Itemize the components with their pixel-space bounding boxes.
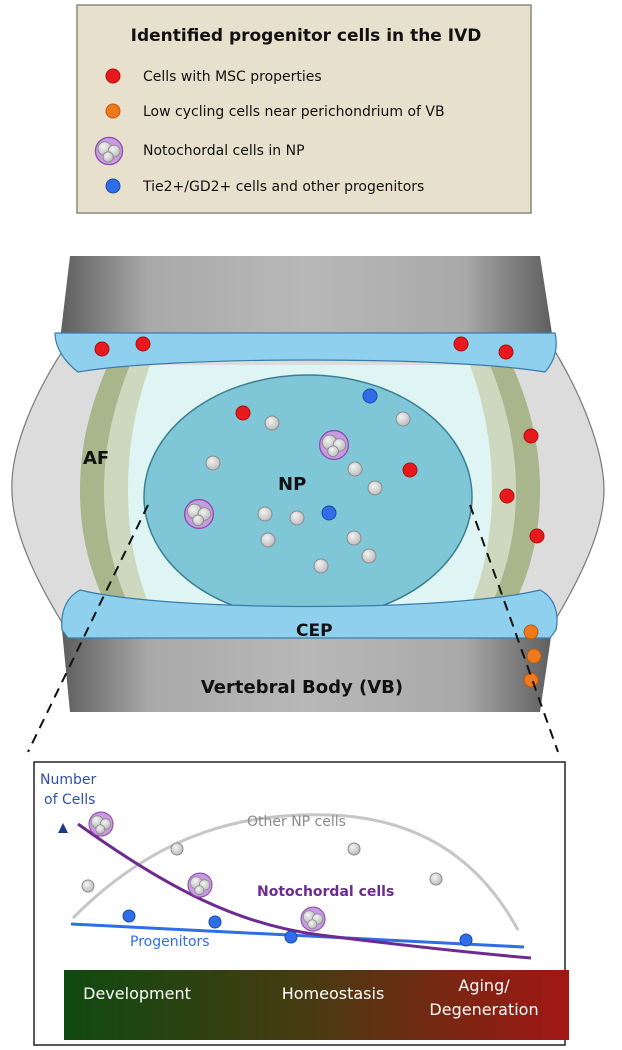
graph-np-cell	[429, 872, 443, 886]
stage-development: Development	[83, 984, 191, 1003]
np-cell	[257, 506, 273, 522]
graph-np-cell	[347, 842, 361, 856]
stage-aging-line2: Degeneration	[429, 1000, 538, 1019]
low-cycling-cells	[523, 624, 542, 688]
legend-item-progenitors: Tie2+/GD2+ cells and other progenitors	[142, 179, 424, 195]
graph-np-cell	[81, 879, 95, 893]
stage-bar	[64, 970, 569, 1040]
msc-cells	[94, 336, 545, 544]
graph-progenitor-cell	[459, 933, 473, 947]
lower-vertebral-body	[62, 630, 552, 712]
np-cell	[264, 415, 280, 431]
graph-progenitor-cell	[208, 915, 222, 929]
notochordal-curve	[77, 822, 532, 960]
np-cell	[367, 480, 383, 496]
upper-cartilage-endplate	[54, 332, 557, 373]
np-label: NP	[278, 474, 306, 495]
legend-item-msc: Cells with MSC properties	[143, 69, 322, 85]
graph-notochordal-cell	[187, 872, 213, 898]
notochordal-label: Notochordal cells	[257, 884, 394, 900]
stage-homeostasis: Homeostasis	[282, 984, 385, 1003]
notochordal-cell	[318, 429, 350, 461]
legend-title: Identified progenitor cells in the IVD	[131, 26, 482, 46]
graph-notochordal-cell	[300, 906, 326, 932]
np-cell	[289, 510, 305, 526]
graph-notochordal-cell	[88, 811, 114, 837]
cep-label: CEP	[296, 621, 333, 641]
msc-cell	[529, 528, 545, 544]
zoom-line-left	[27, 504, 149, 753]
msc-cell-icon	[105, 68, 121, 84]
ivd-anatomy: AF NP CEP Vertebral Body (VB)	[11, 256, 605, 712]
progenitor-cell	[362, 388, 378, 404]
upper-vertebral-body	[60, 256, 553, 340]
other-np-label: Other NP cells	[247, 814, 346, 830]
np-cell	[205, 455, 221, 471]
msc-cell	[402, 462, 418, 478]
np-cell	[346, 530, 362, 546]
legend-item-low-cycling: Low cycling cells near perichondrium of …	[143, 104, 445, 120]
graph-progenitor-cell	[122, 909, 136, 923]
cell-number-graph: Development Homeostasis Aging/ Degenerat…	[33, 761, 569, 1046]
low-cycling-cell	[526, 648, 542, 664]
progenitors-label: Progenitors	[130, 934, 210, 950]
np-cell	[361, 548, 377, 564]
stage-aging-line1: Aging/	[458, 976, 510, 995]
low-cycling-cell	[523, 624, 539, 640]
np-cell	[395, 411, 411, 427]
legend-box: Identified progenitor cells in the IVD C…	[76, 4, 532, 214]
vb-label: Vertebral Body (VB)	[201, 677, 403, 698]
y-axis-label-line2: of Cells	[44, 792, 95, 808]
progenitors-curve	[70, 922, 525, 949]
msc-cell	[499, 488, 515, 504]
af-label: AF	[83, 448, 109, 469]
lower-cartilage-endplate	[61, 589, 558, 639]
y-axis-label-line1: Number	[40, 772, 96, 788]
legend-item-notochordal: Notochordal cells in NP	[143, 143, 305, 159]
graph-progenitor-cell	[284, 930, 298, 944]
np-gray-cells	[205, 411, 411, 574]
low-cycling-cell	[523, 672, 539, 688]
np-cell	[313, 558, 329, 574]
progenitor-cell-icon	[105, 178, 121, 194]
msc-cell	[235, 405, 251, 421]
zoom-line-right	[469, 504, 559, 753]
progenitor-cell	[321, 505, 337, 521]
msc-cell	[498, 344, 514, 360]
np-cell	[347, 461, 363, 477]
low-cycling-cell-icon	[105, 103, 121, 119]
notochordal-cell-icon	[94, 136, 124, 166]
graph-np-cell	[170, 842, 184, 856]
msc-cell	[94, 341, 110, 357]
notochordal-cell	[183, 498, 215, 530]
other-np-curve	[71, 813, 520, 931]
nucleus-pulposus	[143, 374, 473, 620]
msc-cell	[523, 428, 539, 444]
msc-cell	[453, 336, 469, 352]
np-cell	[260, 532, 276, 548]
y-axis-arrow	[58, 823, 68, 833]
msc-cell	[135, 336, 151, 352]
